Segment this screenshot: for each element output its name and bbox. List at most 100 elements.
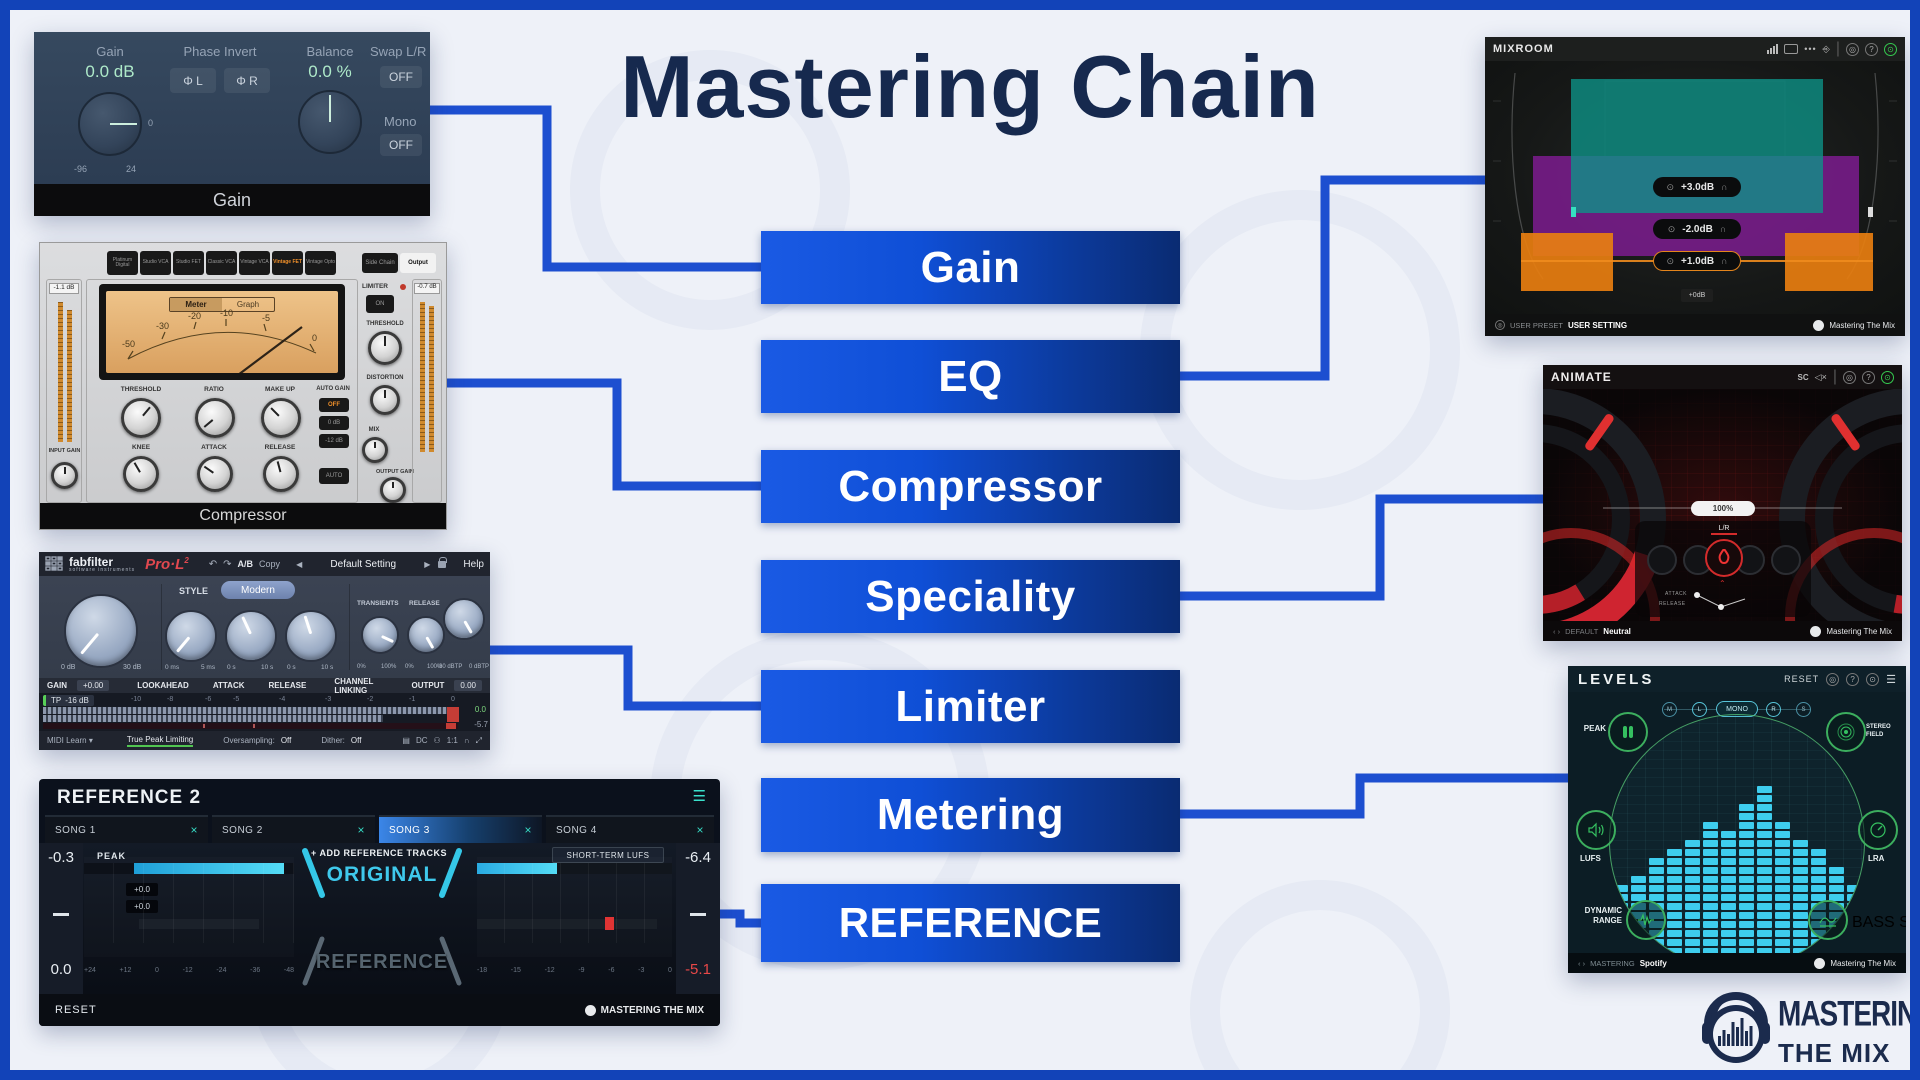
levels-right-button[interactable]: R [1766,702,1781,717]
close-icon[interactable]: × [696,823,704,837]
animate-grow-knob[interactable] [1771,545,1801,575]
levels-reset-button[interactable]: RESET [1784,674,1820,684]
copy-button[interactable]: Copy [259,559,281,569]
close-icon[interactable]: × [190,823,198,837]
comp-release-knob[interactable] [263,456,299,492]
animate-amount-pill[interactable]: 100% [1691,501,1755,516]
target-icon[interactable]: ◎ [1846,42,1859,56]
comp-distortion-knob[interactable] [370,385,400,415]
comp-autogain-off-button[interactable]: OFF [319,398,349,412]
mixroom-high-gain-pill[interactable]: ⊙+3.0dB∩ [1653,177,1741,197]
comp-knee-knob[interactable] [123,456,159,492]
prol-output-value[interactable]: 0.00 [454,680,482,691]
comp-mode-studio-vca[interactable]: Studio VCA [140,251,171,275]
lock-icon[interactable] [438,556,448,568]
chain-button-limiter[interactable]: Limiter [761,670,1180,743]
comp-sidechain-button[interactable]: Side Chain [362,253,398,273]
power-icon[interactable]: ⊙ [1881,370,1894,384]
levels-side-button[interactable]: S [1796,702,1811,717]
prol-transients-knob[interactable] [361,616,399,654]
dither-value[interactable]: Off [350,736,362,745]
ref-right-marker[interactable] [690,913,706,916]
comp-output-button[interactable]: Output [400,253,436,273]
help-menu[interactable]: Help [463,558,484,570]
comp-limiter-on-button[interactable]: ON [366,295,394,313]
tab-song2[interactable]: SONG 2× [212,815,375,843]
mute-icon[interactable]: ◁× [1814,371,1827,382]
comp-makeup-knob[interactable] [261,398,301,438]
comp-graph-tab[interactable]: Graph [236,300,260,309]
prol-style-selector[interactable]: Modern [221,581,295,599]
add-reference-tracks-button[interactable]: + ADD REFERENCE TRACKS [311,848,447,858]
chain-button-compressor[interactable]: Compressor [761,450,1180,523]
chain-button-gain[interactable]: Gain [761,231,1180,304]
animate-expand-knob[interactable] [1647,545,1677,575]
comp-meter-tab[interactable]: Meter [170,298,222,311]
prol-release-amount-knob[interactable] [407,616,445,654]
comp-mode-studio-fet[interactable]: Studio FET [173,251,204,275]
levels-left-button[interactable]: L [1692,702,1707,717]
preset-back-icon[interactable]: ◀ [296,559,303,569]
comp-output-gain-knob[interactable] [380,477,406,503]
target-icon[interactable]: ◎ [1826,672,1840,686]
tab-song4[interactable]: SONG 4× [546,815,714,843]
short-term-lufs-button[interactable]: SHORT-TERM LUFS [552,847,664,863]
ab-toggle[interactable]: A/B [237,559,254,569]
comp-ratio-knob[interactable] [195,398,235,438]
undo-icon[interactable]: ↶ [208,558,218,570]
comp-mix-knob[interactable] [362,437,388,463]
menu-icon[interactable]: ☰ [692,788,706,805]
ref-reference-label[interactable]: REFERENCE [315,951,449,973]
mixroom-low-gain-pill[interactable]: ⊙+1.0dB∩ [1653,251,1741,271]
gain-knob[interactable] [78,92,142,156]
ref-left-marker[interactable] [53,913,69,916]
comp-limiter-threshold-knob[interactable] [368,331,402,365]
swap-lr-toggle[interactable]: OFF [380,66,422,88]
target-icon[interactable]: ◎ [1843,370,1856,384]
stereo-field-icon[interactable] [1826,712,1866,752]
mono-toggle[interactable]: OFF [380,134,422,156]
chain-button-reference[interactable]: REFERENCE [761,884,1180,962]
comp-mode-platinum-digital[interactable]: Platinum Digital [107,251,138,275]
ref-original-label[interactable]: ORIGINAL [326,863,438,886]
mixroom-low-band-right[interactable] [1785,233,1873,291]
prol-tp-readout[interactable]: TP-16 dB [43,695,94,706]
dc-filter-toggle[interactable]: DC [415,736,428,745]
prol-release-knob[interactable] [285,610,337,662]
close-icon[interactable]: × [357,823,365,837]
animate-envelope-graph[interactable] [1693,587,1753,613]
animate-lr-selector[interactable]: L/R [1711,525,1737,535]
lra-icon[interactable] [1858,810,1898,850]
chain-button-metering[interactable]: Metering [761,778,1180,852]
preset-name[interactable]: Default Setting [330,558,397,570]
ab-compare-icon[interactable] [1784,44,1799,54]
chain-button-speciality[interactable]: Speciality [761,560,1180,633]
oversampling-value[interactable]: Off [280,736,292,745]
tab-song3-selected[interactable]: SONG 3× [379,815,542,843]
mixroom-low-band-left[interactable] [1521,233,1613,291]
mixroom-handle[interactable] [1571,207,1576,217]
comp-input-gain-knob[interactable] [51,462,78,489]
help-icon[interactable]: ? [1846,672,1860,686]
true-peak-limiting-toggle[interactable]: True Peak Limiting [126,735,194,747]
comp-attack-knob[interactable] [197,456,233,492]
balance-knob[interactable] [298,90,362,154]
comp-autogain-0db-button[interactable]: 0 dB [319,416,349,430]
mixroom-handle-right[interactable] [1868,207,1873,217]
comp-autogain-12db-button[interactable]: -12 dB [319,434,349,448]
help-icon[interactable]: ? [1862,370,1875,384]
dynamic-range-icon[interactable] [1626,900,1666,940]
lufs-icon[interactable] [1576,810,1616,850]
phase-invert-right-button[interactable]: Φ R [224,68,270,93]
ref-gain-chip-2[interactable]: +0.0 [126,900,158,913]
peak-mode-icon[interactable] [1608,712,1648,752]
plugin-io-icon[interactable]: ⎆ [1822,43,1830,54]
ref-reset-button[interactable]: RESET [55,1004,97,1016]
ref-red-marker[interactable] [605,917,614,930]
phase-invert-left-button[interactable]: Φ L [170,68,216,93]
dots-menu-icon[interactable]: ••• [1804,44,1817,54]
bass-space-icon[interactable] [1808,900,1848,940]
